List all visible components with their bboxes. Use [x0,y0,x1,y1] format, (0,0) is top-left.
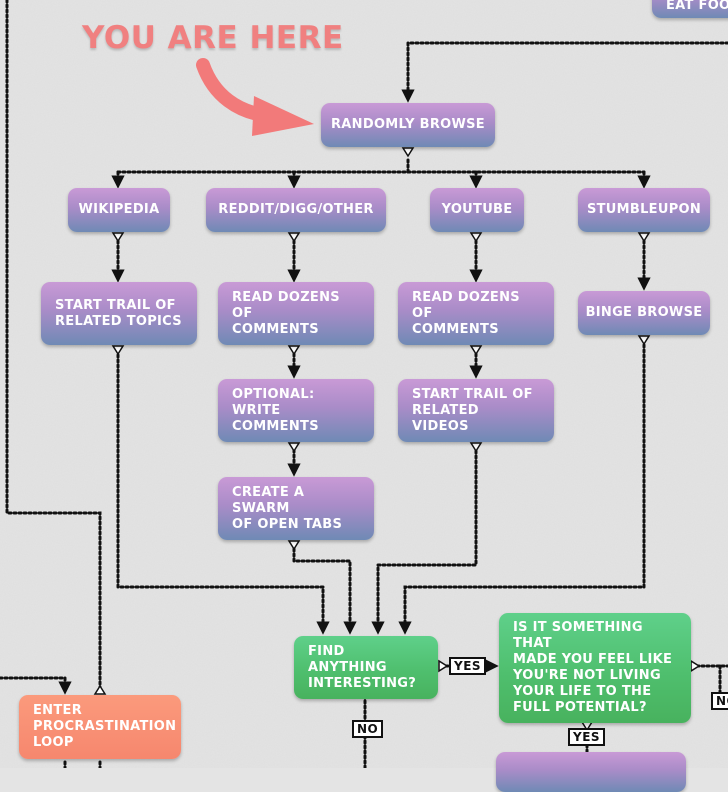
node-bottom-partial [496,752,686,792]
node-stumbleupon: STUMBLEUPON [578,188,710,232]
node-write-comments: OPTIONAL: WRITE COMMENTS [218,379,374,442]
node-youtube: YOUTUBE [430,188,524,232]
node-randomly-browse: RANDOMLY BROWSE [321,103,495,147]
label-yes-potential: YES [568,728,606,746]
label-no-potential: NO [711,692,728,710]
node-wikipedia: WIKIPEDIA [68,188,170,232]
node-procrastination-loop: ENTER PROCRASTINATION LOOP [19,695,181,759]
node-full-potential: IS IT SOMETHING THAT MADE YOU FEEL LIKE … [499,613,691,723]
you-are-here-arrow [196,58,314,136]
node-binge-browse: BINGE BROWSE [578,291,710,335]
node-trail-topics: START TRAIL OF RELATED TOPICS [41,282,197,345]
node-read-comments-youtube: READ DOZENS OF COMMENTS [398,282,554,345]
node-top-partial: EAT FOO [652,0,728,18]
node-swarm-tabs: CREATE A SWARM OF OPEN TABS [218,477,374,540]
node-read-comments-reddit: READ DOZENS OF COMMENTS [218,282,374,345]
node-find-interesting: FIND ANYTHING INTERESTING? [294,636,438,699]
label-no-interesting: NO [352,720,384,738]
you-are-here-label: YOU ARE HERE [82,20,344,56]
label-yes-interesting: YES [449,657,487,675]
node-trail-videos: START TRAIL OF RELATED VIDEOS [398,379,554,442]
node-reddit: REDDIT/DIGG/OTHER [206,188,386,232]
